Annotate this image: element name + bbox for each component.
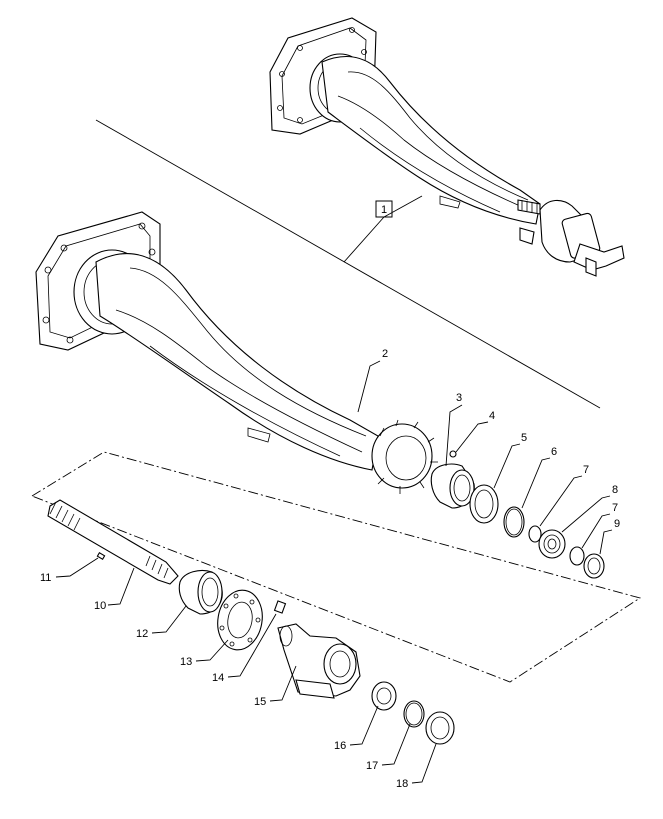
svg-text:2: 2 [382,348,388,360]
svg-text:18: 18 [396,778,408,790]
callout-13: 13 [180,639,229,668]
callout-10: 10 [94,567,135,612]
part-17-snap-ring [403,700,425,728]
part-3-sleeve [430,463,475,509]
callout-12: 12 [136,605,187,640]
svg-text:7: 7 [612,502,618,514]
svg-text:5: 5 [521,432,527,444]
svg-text:15: 15 [254,696,266,708]
callout-8: 8 [561,484,618,533]
svg-text:7: 7 [583,464,589,476]
callout-3: 3 [445,392,463,467]
svg-text:3: 3 [456,392,462,404]
axle-housing-assembled [269,17,625,277]
assembly-divider-line [95,119,601,409]
callout-16: 16 [334,705,379,752]
svg-text:14: 14 [212,672,224,684]
part-13-flange [217,589,263,651]
callout-9: 9 [599,518,620,555]
svg-text:6: 6 [551,446,557,458]
part-8-bearing [538,529,566,559]
part-18-seal [425,711,455,745]
subassembly-boundary [30,451,642,683]
svg-text:8: 8 [612,484,618,496]
svg-text:11: 11 [40,572,51,584]
part-10-shaft [47,499,179,585]
svg-text:9: 9 [614,518,620,530]
callout-6: 6 [521,446,557,509]
callout-11: 11 [40,557,99,584]
callout-7b: 7 [581,502,618,549]
part-15-housing [277,623,361,699]
part-16-bearing [371,681,397,711]
part-4-fitting [449,450,457,458]
callout-1: 1 [343,195,423,263]
callout-17: 17 [366,723,411,772]
callout-7a: 7 [539,464,589,527]
svg-text:17: 17 [366,760,378,772]
part-14-bolt [273,600,287,614]
svg-text:13: 13 [180,656,192,668]
svg-text:4: 4 [489,410,495,422]
callout-18: 18 [396,743,437,790]
part-7-ring-a [528,525,542,543]
axle-housing-exploded [35,211,438,494]
callout-5: 5 [493,432,527,489]
part-7-ring-b [569,546,585,566]
svg-text:10: 10 [94,600,106,612]
callout-15: 15 [254,665,297,708]
part-11-key [96,552,106,560]
callout-4: 4 [455,410,495,453]
svg-text:1: 1 [381,204,387,216]
callout-14: 14 [212,613,277,684]
callout-2: 2 [357,348,388,413]
part-12-bearing [178,569,223,615]
svg-text:16: 16 [334,740,346,752]
part-6-snap-ring [503,506,525,538]
part-5-seal [469,484,499,524]
svg-text:12: 12 [136,628,148,640]
part-9-seal [583,553,605,579]
